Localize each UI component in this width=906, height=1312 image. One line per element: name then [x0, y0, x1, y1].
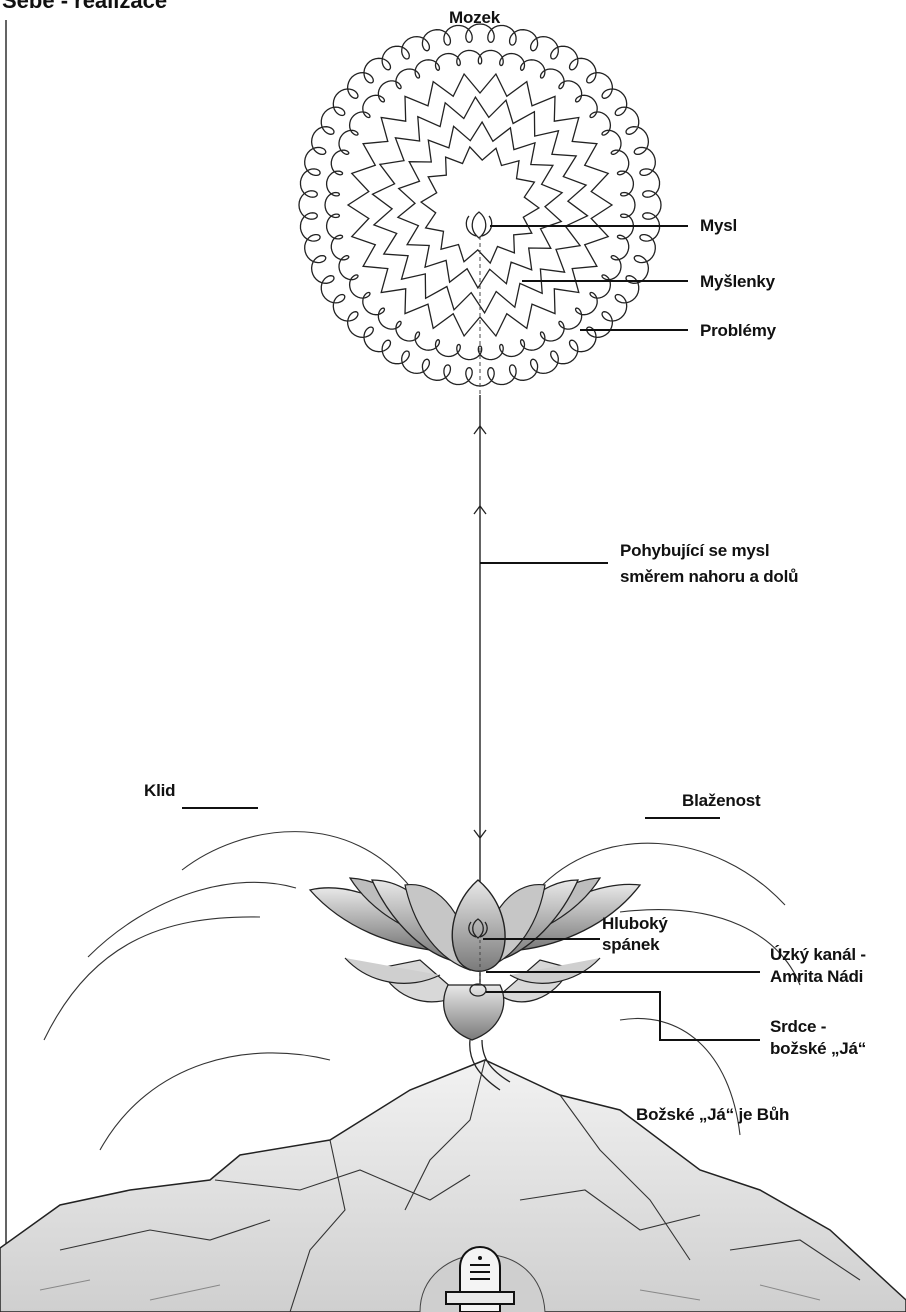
label-hluboky-1: Hluboký	[602, 913, 668, 934]
label-pohyb-2: směrem nahoru a dolů	[620, 566, 798, 587]
label-hluboky-2: spánek	[602, 934, 659, 955]
label-blazenost: Blaženost	[682, 790, 761, 811]
label-mysl: Mysl	[700, 215, 737, 236]
lotus-bud-icon	[466, 212, 491, 238]
label-srdce-2: božské „Já“	[770, 1038, 866, 1059]
label-buh: Božské „Já“ je Bůh	[636, 1104, 789, 1125]
label-klid: Klid	[144, 780, 175, 801]
label-pohyb-1: Pohybující se mysl	[620, 540, 769, 561]
label-kanal-2: Amrita Nádi	[770, 966, 863, 987]
label-myslenky: Myšlenky	[700, 271, 775, 292]
label-kanal-1: Úzký kanál -	[770, 944, 866, 965]
zigzag-ring-3	[398, 122, 562, 288]
label-problemy: Problémy	[700, 320, 776, 341]
label-mozek: Mozek	[449, 7, 500, 28]
brain-drawing	[299, 24, 661, 386]
lotus-flower-drawing	[310, 878, 640, 1040]
loop-ring-outer	[299, 24, 661, 386]
label-srdce-1: Srdce -	[770, 1016, 826, 1037]
